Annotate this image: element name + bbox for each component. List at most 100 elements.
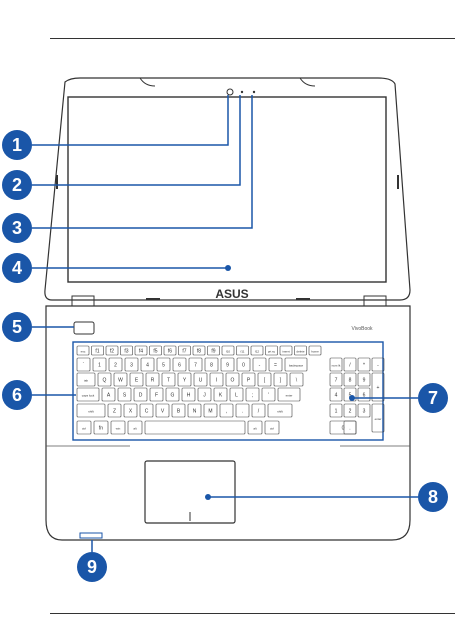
key-numpad-16 — [343, 420, 357, 435]
key-a-8 — [213, 387, 228, 402]
key-z-10-label: / — [258, 408, 260, 414]
key-q-10 — [241, 372, 256, 387]
callout-1: 1 — [2, 130, 32, 160]
key-space-0 — [76, 420, 92, 435]
key-a-1 — [101, 387, 116, 402]
key-q-12-label: ] — [280, 377, 282, 383]
key-z-6-label: N — [193, 408, 197, 414]
key-z-2-label: X — [129, 408, 133, 414]
lid-notch-left — [139, 77, 156, 87]
key-fn-13 — [265, 345, 278, 356]
key-a-6-label: H — [187, 392, 191, 398]
key-a-2 — [117, 387, 132, 402]
key-space-5-label: alt — [253, 426, 256, 430]
key-fn-5-label: f5 — [153, 348, 157, 354]
power-button — [73, 321, 95, 335]
key-z-0-label: shift — [88, 409, 94, 413]
key-z-8 — [219, 403, 234, 418]
key-numpad-14 — [371, 403, 385, 433]
key-num-7-label: 7 — [194, 362, 197, 368]
key-space-0-label: ctrl — [82, 426, 86, 430]
key-fn-6 — [163, 345, 177, 356]
key-q-3 — [129, 372, 144, 387]
key-fn-13-label: prt sc — [268, 349, 276, 353]
key-fn-9 — [207, 345, 220, 356]
model-mark: VivoBook — [351, 326, 373, 332]
key-num-0-label: ` — [83, 362, 85, 368]
callout-5: 5 — [2, 312, 32, 342]
vent-left — [146, 298, 160, 300]
leader-3 — [32, 95, 253, 229]
key-z-1-label: Z — [113, 408, 116, 414]
key-a-1-label: A — [107, 392, 111, 398]
key-num-9-label: 9 — [226, 362, 229, 368]
key-fn-3-label: f3 — [124, 348, 128, 354]
lid-notch-right — [299, 77, 316, 87]
key-numpad-1-label: / — [349, 362, 351, 368]
key-num-6-label: 6 — [178, 362, 181, 368]
key-a-4 — [149, 387, 164, 402]
key-fn-16-label: home — [311, 349, 319, 353]
key-q-1 — [97, 372, 112, 387]
key-num-3 — [124, 357, 139, 372]
key-q-0-label: tab — [84, 378, 89, 382]
key-numpad-11 — [329, 403, 343, 418]
key-a-11 — [261, 387, 276, 402]
key-q-2 — [113, 372, 128, 387]
key-space-1 — [93, 420, 109, 435]
hinge-right — [363, 295, 387, 307]
key-q-1-label: Q — [103, 377, 107, 383]
key-q-5-label: T — [167, 377, 170, 383]
key-a-0 — [76, 387, 100, 402]
callout-7: 7 — [418, 383, 448, 413]
key-space-3 — [127, 420, 143, 435]
microphone-icon — [252, 90, 256, 94]
key-a-12 — [277, 387, 301, 402]
key-z-5 — [171, 403, 186, 418]
key-numpad-12 — [343, 403, 357, 418]
key-z-2 — [123, 403, 138, 418]
key-numpad-12-label: 2 — [349, 408, 352, 414]
key-numpad-4 — [329, 372, 343, 387]
key-a-9 — [229, 387, 244, 402]
key-num-13 — [284, 357, 308, 372]
key-numpad-11-label: 1 — [335, 408, 338, 414]
key-fn-11 — [236, 345, 249, 356]
key-numpad-9 — [343, 387, 357, 402]
key-a-9-label: L — [235, 392, 238, 398]
key-fn-12-label: f12 — [255, 349, 260, 353]
key-a-3-label: D — [139, 392, 143, 398]
key-a-5-label: G — [171, 392, 175, 398]
key-fn-8 — [192, 345, 206, 356]
key-z-1 — [107, 403, 122, 418]
key-fn-10-label: f10 — [226, 349, 231, 353]
key-space-6-label: ctrl — [270, 426, 274, 430]
key-q-9 — [225, 372, 240, 387]
key-num-12-label: = — [274, 362, 277, 368]
key-fn-0 — [76, 345, 90, 356]
key-num-3-label: 3 — [130, 362, 133, 368]
leader-8-dot — [205, 494, 211, 500]
lid-outline — [44, 77, 411, 301]
key-z-6 — [187, 403, 202, 418]
key-q-13 — [289, 372, 304, 387]
key-fn-14-label: insert — [282, 349, 290, 353]
key-numpad-13 — [357, 403, 371, 418]
lid-side-mark-left — [56, 175, 58, 189]
key-z-4-label: V — [161, 408, 165, 414]
key-fn-15 — [294, 345, 307, 356]
touchpad — [144, 460, 236, 524]
key-q-6-label: Y — [183, 377, 187, 383]
key-q-6 — [177, 372, 192, 387]
key-q-8 — [209, 372, 224, 387]
camera-indicator-icon — [240, 90, 244, 94]
brand-logo: ASUS — [215, 287, 248, 301]
key-num-7 — [188, 357, 203, 372]
key-numpad-2-label: * — [363, 362, 365, 368]
key-z-4 — [155, 403, 170, 418]
key-q-7-label: U — [199, 377, 203, 383]
key-numpad-2 — [357, 357, 371, 372]
key-fn-9-label: f9 — [211, 348, 215, 354]
key-numpad-5-label: 8 — [349, 377, 352, 383]
key-num-2 — [108, 357, 123, 372]
